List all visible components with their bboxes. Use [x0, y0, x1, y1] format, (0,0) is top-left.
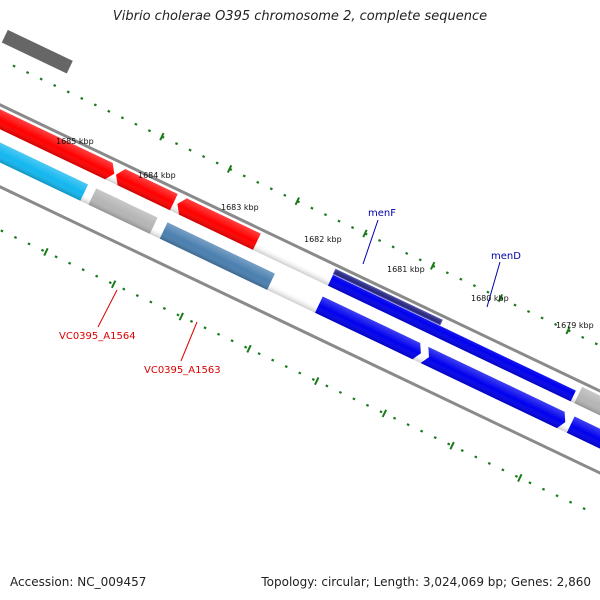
label-leaders [97, 219, 501, 362]
gene-label-vc0395-a1564[interactable]: VC0395_A1564 [59, 331, 136, 342]
tick-label-1681: 1681 kbp [387, 265, 425, 274]
backbone-inner [0, 168, 600, 481]
tick-label-1685: 1685 kbp [56, 137, 94, 146]
map-title: Vibrio cholerae O395 chromosome 2, compl… [112, 9, 488, 24]
gene-label-vc0395-a1563[interactable]: VC0395_A1563 [144, 365, 221, 376]
genes-row-b [0, 124, 600, 477]
tick-label-1684: 1684 kbp [138, 171, 176, 180]
gene-darkgray-top[interactable] [1, 29, 73, 74]
accession-text: Accession: NC_009457 [10, 575, 147, 589]
tick-label-1680: 1680 kbp [471, 294, 509, 303]
gene-label-menF[interactable]: menF [368, 208, 396, 219]
gene-blue-a1[interactable] [327, 274, 576, 402]
gene-label-menD[interactable]: menD [491, 251, 521, 262]
tick-label-1683: 1683 kbp [221, 203, 259, 212]
topology-summary: Topology: circular; Length: 3,024,069 bp… [261, 575, 591, 589]
outer-tick-ring [12, 64, 600, 377]
gene-blue-b3[interactable] [566, 416, 600, 477]
tick-label-1682: 1682 kbp [304, 235, 342, 244]
tick-label-1679: 1679 kbp [556, 321, 594, 330]
